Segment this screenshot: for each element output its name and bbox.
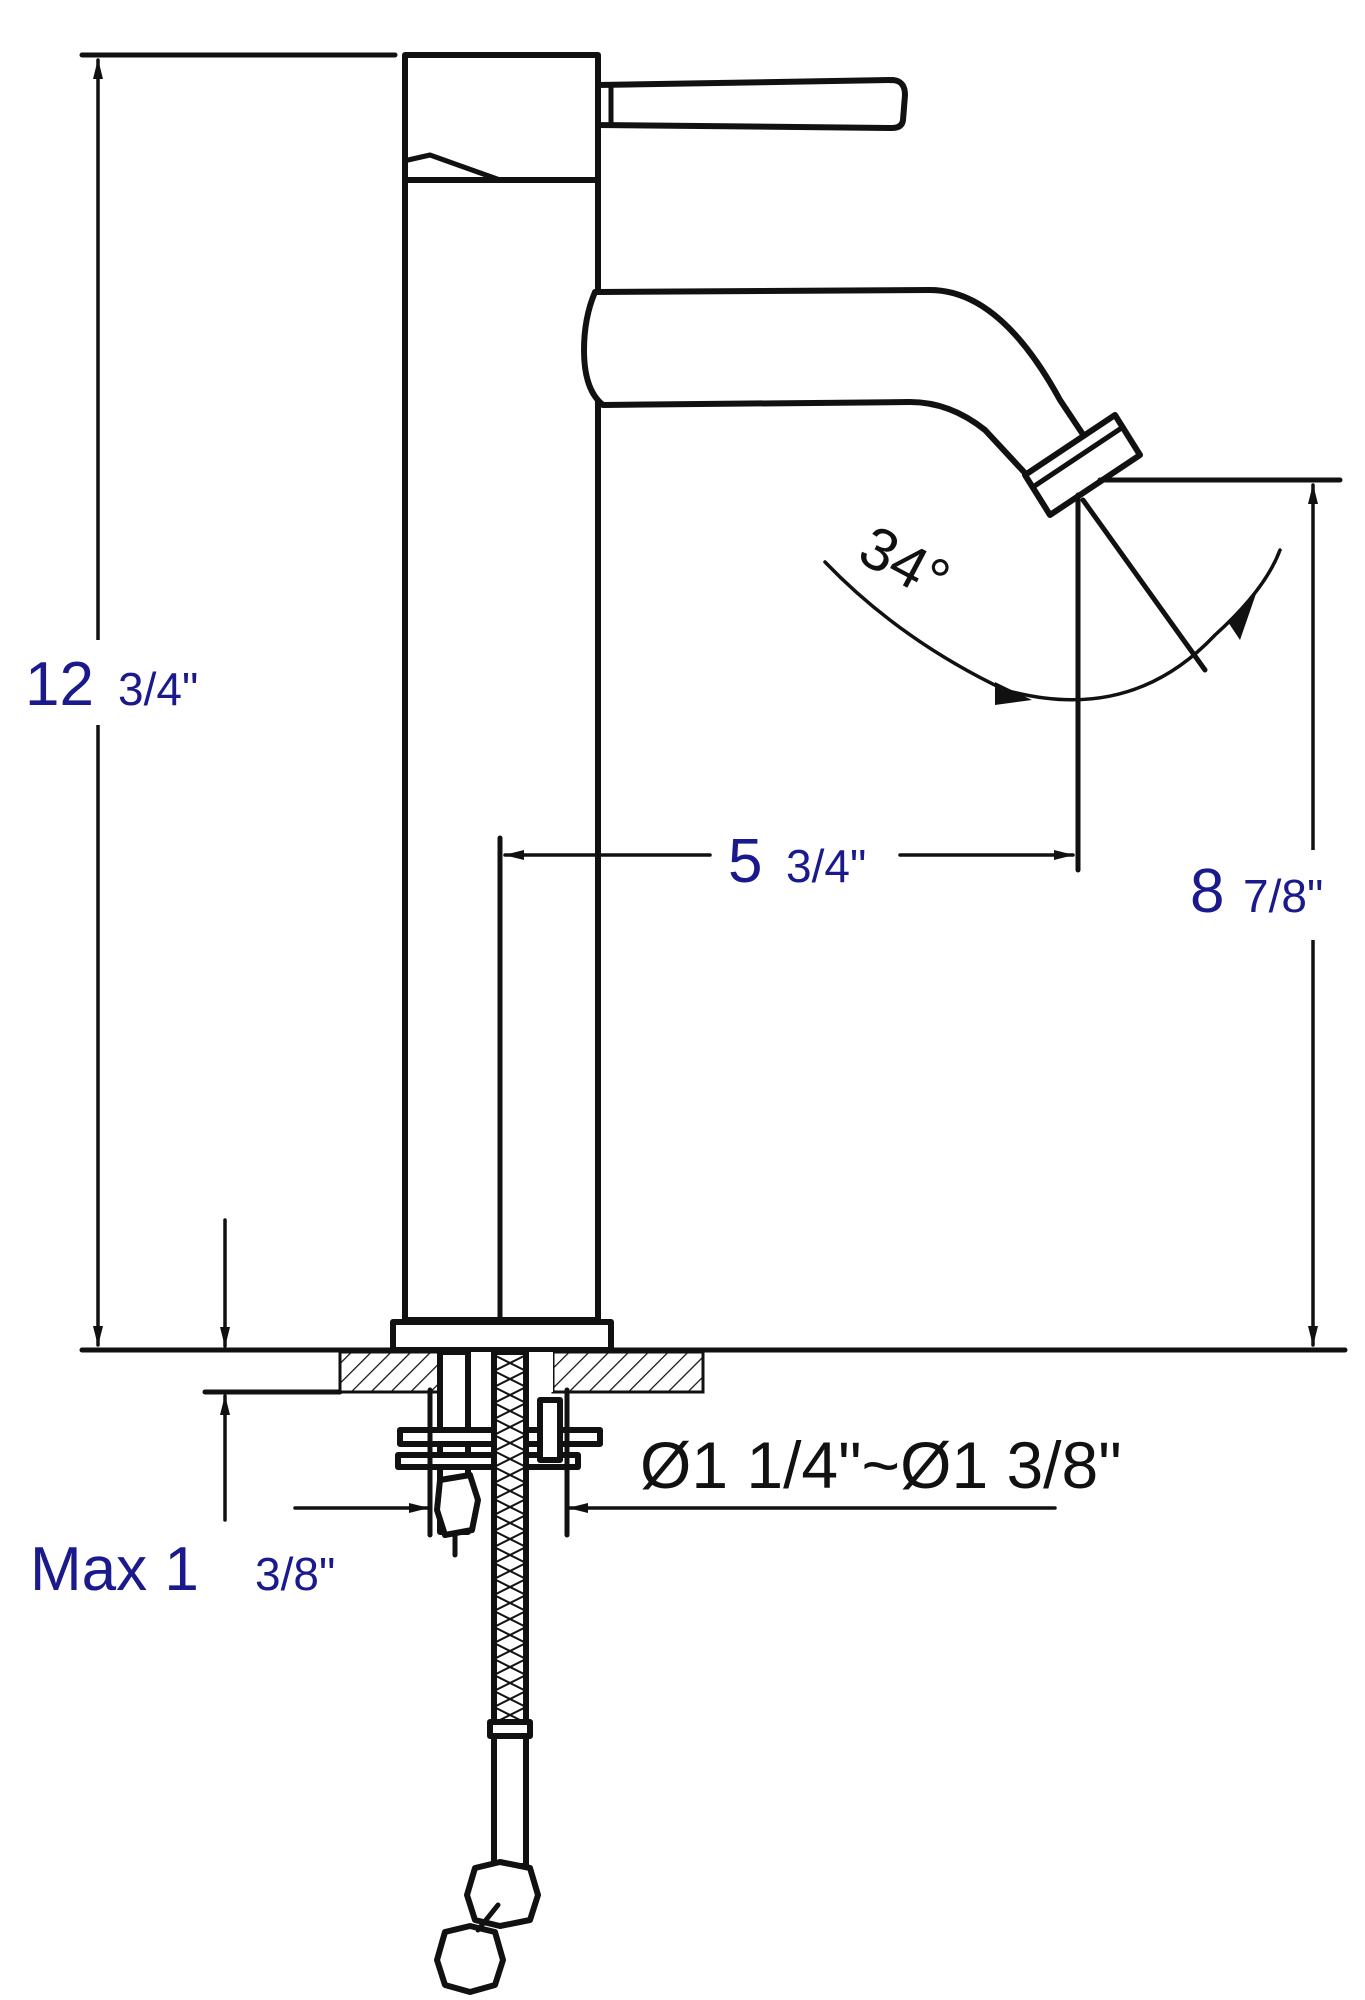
max-deck-dimension: Max 1 3/8"	[30, 1218, 343, 1604]
bolt-nut	[434, 1472, 481, 1538]
washer	[537, 1397, 563, 1463]
braid-stroke	[495, 1675, 525, 1691]
braid-stroke	[495, 1563, 525, 1579]
braid-stroke	[495, 1483, 525, 1499]
spout-reach-whole: 5	[728, 827, 762, 896]
spout-height-whole: 8	[1190, 857, 1224, 926]
mounting-hardware	[395, 1349, 603, 1558]
handle-lever	[595, 77, 908, 131]
cap-seam	[405, 152, 503, 183]
braid-stroke	[495, 1419, 525, 1435]
spout-reach-dimension: 5 3/4"	[497, 492, 1081, 1323]
aerator-band	[1030, 424, 1126, 490]
lock-nut	[395, 1452, 581, 1470]
braid-stroke	[495, 1515, 525, 1531]
angle-ref-line	[1080, 497, 1208, 673]
countertop	[79, 1347, 1348, 1394]
hose-nut-band	[475, 1902, 501, 1933]
aerator	[1022, 412, 1143, 518]
deck-hole-dimension: Ø1 1/4"~Ø1 3/8"	[293, 1387, 1122, 1538]
braid-stroke	[495, 1547, 525, 1563]
spout-angle-dimension: 34°	[823, 497, 1282, 705]
deck-hatch-left	[338, 1350, 452, 1394]
max-deck-prefix: Max 1	[30, 1535, 199, 1604]
overall-height-fraction: 3/4"	[118, 663, 198, 715]
overall-height-dimension: 12 3/4"	[20, 52, 398, 1347]
supply-hose	[434, 1349, 541, 1995]
braid-stroke	[495, 1387, 525, 1403]
hose-nut-upper	[464, 1859, 541, 1929]
braid-stroke	[495, 1435, 525, 1451]
base-ring	[390, 1319, 614, 1353]
braid-stroke	[495, 1579, 525, 1595]
braid-stroke	[495, 1595, 525, 1611]
spout	[581, 287, 1103, 503]
braid-stroke	[495, 1659, 525, 1675]
braid-stroke	[495, 1355, 525, 1371]
max-deck-fraction: 3/8"	[255, 1548, 335, 1600]
braid-stroke	[495, 1499, 525, 1515]
braid-stroke	[495, 1691, 525, 1707]
overall-height-whole: 12	[25, 650, 94, 719]
braid-stroke	[495, 1451, 525, 1467]
hose-upper	[491, 1349, 529, 1725]
spout-height-dimension: 8 7/8"	[1097, 477, 1365, 1347]
braid-stroke	[495, 1643, 525, 1659]
angle-arrowhead-left	[995, 682, 1032, 705]
spout-height-fraction: 7/8"	[1243, 870, 1323, 922]
braid-stroke	[495, 1611, 525, 1627]
braid-stroke	[495, 1371, 525, 1387]
deck-hatch-right	[551, 1350, 705, 1394]
deck-hole-label: Ø1 1/4"~Ø1 3/8"	[640, 1428, 1122, 1502]
braid-stroke	[495, 1627, 525, 1643]
braid-stroke	[495, 1403, 525, 1419]
angle-arrowhead-right	[1228, 588, 1258, 640]
hose-lower	[491, 1733, 529, 1869]
braid-stroke	[495, 1531, 525, 1547]
faucet-top-cap	[402, 52, 601, 183]
braid-stroke	[495, 1467, 525, 1483]
hose-nut-lower	[434, 1923, 506, 1995]
spout-reach-fraction: 3/4"	[786, 840, 866, 892]
faucet-body	[390, 52, 1143, 1353]
